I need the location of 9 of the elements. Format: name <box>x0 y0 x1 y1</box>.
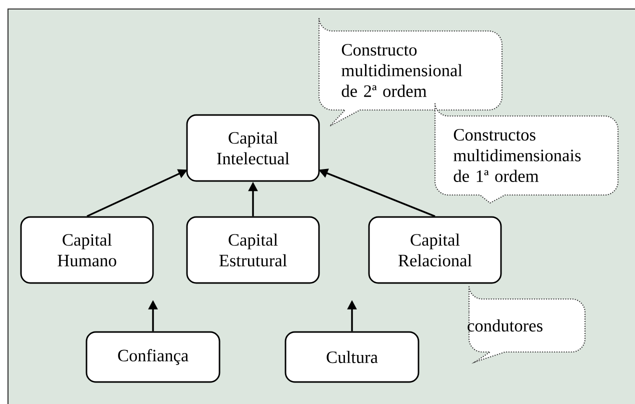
process-box: Confiança <box>86 331 220 383</box>
process-box: Capital Relacional <box>368 216 502 284</box>
speech-bubble: Constructos multidimensionais de 1ª ordem <box>434 102 619 204</box>
process-box: Capital Humano <box>20 216 154 284</box>
speech-bubble: Constructo multidimensional de 2ª ordem <box>318 17 503 127</box>
speech-bubble: condutores <box>468 285 586 363</box>
process-box: Cultura <box>284 331 420 383</box>
process-box: Capital Estrutural <box>186 216 320 284</box>
process-box: Capital Intelectual <box>186 114 320 182</box>
